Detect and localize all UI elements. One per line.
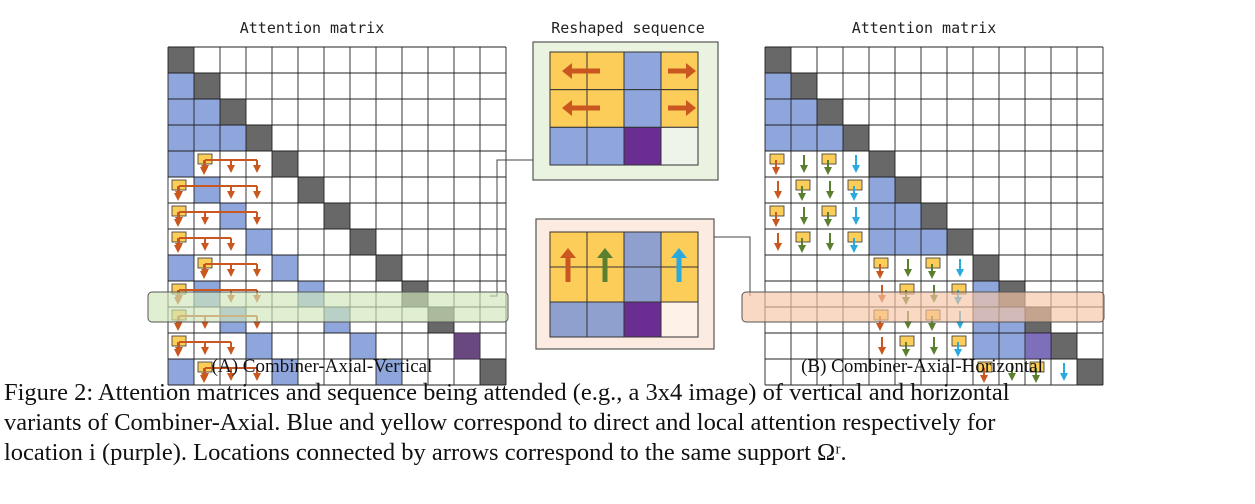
direct-cell — [869, 177, 895, 203]
diagonal-cell — [298, 177, 324, 203]
up-arrow-icon — [671, 248, 687, 258]
diagonal-cell — [947, 229, 973, 255]
left-arrow-icon — [562, 100, 572, 116]
diagonal-cell — [272, 151, 298, 177]
panel-a-title: Attention matrix — [240, 19, 385, 37]
direct-cell — [765, 99, 791, 125]
direct-cell — [168, 359, 194, 385]
reshaped-sequence-horizontal — [535, 218, 715, 350]
diagonal-cell — [921, 203, 947, 229]
sequence-cell — [549, 126, 588, 166]
sequence-cell — [623, 266, 662, 303]
direct-cell — [869, 203, 895, 229]
panel-b-sublabel: (B) Combiner-Axial-Horizontal — [801, 356, 1043, 377]
sequence-cell — [660, 126, 699, 166]
direct-cell — [791, 125, 817, 151]
diagonal-cell — [324, 203, 350, 229]
direct-cell — [168, 99, 194, 125]
right-arrow-icon — [686, 63, 696, 79]
direct-cell — [194, 177, 220, 203]
up-arrow-icon — [597, 248, 613, 258]
sequence-cell — [623, 231, 662, 268]
direct-cell — [791, 99, 817, 125]
direct-cell — [168, 151, 194, 177]
attention-matrix-horizontal — [764, 46, 1104, 386]
panel-a-sublabel: (A) Combiner-Axial-Vertical — [212, 356, 433, 377]
direct-cell — [765, 73, 791, 99]
direct-cell — [194, 125, 220, 151]
direct-cell — [246, 333, 272, 359]
up-arrow-icon — [560, 248, 576, 258]
diagonal-cell — [895, 177, 921, 203]
sequence-cell — [623, 126, 662, 166]
direct-cell — [272, 359, 298, 385]
sequence-cell — [623, 89, 662, 128]
query-row-highlight-a — [147, 291, 509, 323]
direct-cell — [999, 333, 1025, 359]
panel-b-title: Attention matrix — [852, 19, 997, 37]
direct-cell — [272, 255, 298, 281]
diagonal-cell — [168, 47, 194, 73]
reshaped-title: Reshaped sequence — [551, 19, 705, 37]
caption-line-2: variants of Combiner-Axial. Blue and yel… — [4, 409, 996, 436]
diagonal-cell — [1051, 333, 1077, 359]
sequence-cell — [586, 126, 625, 166]
diagonal-cell — [194, 73, 220, 99]
direct-cell — [220, 203, 246, 229]
direct-cell — [817, 125, 843, 151]
direct-cell — [765, 125, 791, 151]
sequence-cell — [623, 51, 662, 91]
caption-line-3: location i (purple). Locations connected… — [4, 439, 847, 466]
diagonal-cell — [246, 125, 272, 151]
direct-cell — [246, 229, 272, 255]
direct-cell — [168, 255, 194, 281]
query-cell-b — [1025, 333, 1051, 359]
left-arrow-icon — [562, 63, 572, 79]
right-arrow-icon — [686, 100, 696, 116]
diagonal-cell — [480, 359, 506, 385]
caption-line-1: Figure 2: Attention matrices and sequenc… — [4, 379, 1010, 406]
figure-caption: Figure 2: Attention matrices and sequenc… — [4, 378, 1249, 468]
direct-cell — [973, 333, 999, 359]
sequence-cell — [549, 301, 588, 338]
direct-cell — [1025, 333, 1051, 359]
direct-cell — [376, 359, 402, 385]
direct-cell — [220, 125, 246, 151]
direct-cell — [921, 229, 947, 255]
query-cell-a — [454, 333, 480, 359]
direct-cell — [895, 203, 921, 229]
diagonal-cell — [1077, 359, 1103, 385]
sequence-cell — [586, 301, 625, 338]
sequence-cell — [623, 301, 662, 338]
reshaped-sequence-vertical — [532, 41, 719, 181]
direct-cell — [168, 73, 194, 99]
connector-line-b — [714, 236, 751, 296]
direct-cell — [350, 333, 376, 359]
direct-cell — [869, 229, 895, 255]
direct-cell — [194, 99, 220, 125]
attention-matrix-vertical — [167, 46, 507, 386]
query-row-highlight-b — [741, 291, 1105, 323]
sequence-cell — [660, 301, 699, 338]
diagonal-cell — [973, 255, 999, 281]
diagonal-cell — [220, 99, 246, 125]
diagonal-cell — [376, 255, 402, 281]
diagonal-cell — [817, 99, 843, 125]
diagonal-cell — [869, 151, 895, 177]
diagonal-cell — [765, 47, 791, 73]
diagonal-cell — [350, 229, 376, 255]
direct-cell — [895, 229, 921, 255]
diagonal-cell — [843, 125, 869, 151]
direct-cell — [168, 125, 194, 151]
diagonal-cell — [791, 73, 817, 99]
